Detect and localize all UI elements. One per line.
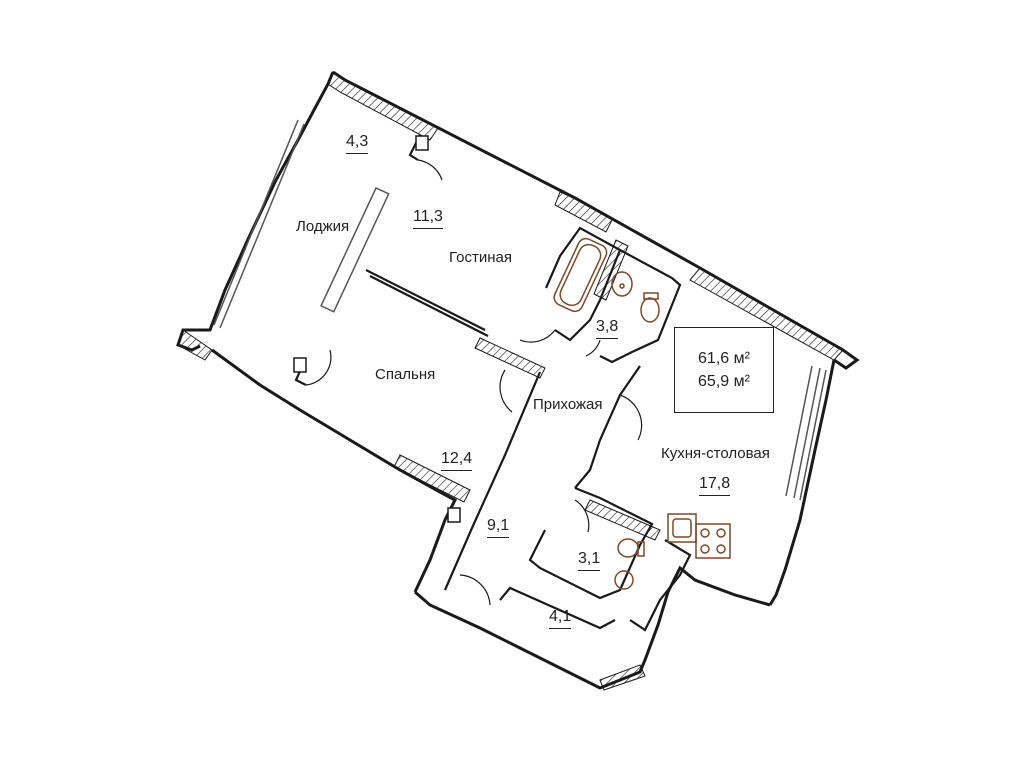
window-kitchen-2: [793, 367, 821, 499]
wall-living-bedroom: [365, 269, 486, 331]
living-label: Гостиная: [449, 249, 512, 266]
kitchen-sink-icon: [667, 513, 697, 543]
kitchen-area: 17,8: [699, 476, 731, 496]
storage-area: 4,1: [549, 609, 572, 629]
washbasin-icon: [611, 271, 633, 297]
loggia-area: 4,3: [346, 134, 369, 154]
kitchen-fixtures: [667, 513, 731, 559]
wall-hall-right: [574, 365, 641, 489]
wall-hatch-bedroom-south: [393, 454, 471, 503]
wall-toilet: [528, 486, 654, 600]
wall-hatches: [177, 71, 844, 691]
door-bath-2: [585, 339, 601, 357]
stove-burner-4-icon: [716, 544, 726, 554]
doors: [305, 159, 643, 606]
door-bath: [519, 329, 556, 343]
toilet-bowl-icon: [640, 297, 660, 323]
door-toilet: [574, 499, 590, 533]
stove-burner-1-icon: [700, 528, 710, 538]
living-area: 11,3: [413, 209, 443, 229]
wall-hatch-top-right: [554, 191, 613, 233]
column-loggia-2: [293, 357, 307, 373]
window-kitchen-1: [799, 369, 827, 501]
column-hall: [447, 507, 461, 523]
hallway-label: Прихожая: [533, 396, 603, 413]
fixtures: [553, 237, 660, 590]
living-area-total: 61,6 м²: [698, 349, 750, 367]
wall-hatch-top-left: [327, 71, 439, 141]
stove-burner-3-icon: [700, 544, 710, 554]
toilet-bowl-2-icon: [617, 538, 639, 558]
door-bedroom: [499, 369, 513, 413]
window-kitchen-3: [785, 365, 813, 497]
hallway-area: 9,1: [487, 518, 510, 538]
column-loggia-1: [415, 135, 429, 151]
stove-icon: [695, 523, 731, 559]
wall-hall-left: [443, 371, 542, 591]
area-summary-box: 61,6 м² 65,9 м²: [674, 327, 774, 413]
wall-living-bedroom-2: [369, 275, 489, 337]
window-living-frame: [320, 187, 390, 313]
outer-wall-west: [176, 71, 335, 352]
toilet-tank-2-icon: [637, 541, 645, 557]
door-kitchen: [619, 394, 643, 441]
door-loggia-living: [417, 159, 443, 181]
wall-hatch-south-corner: [599, 664, 646, 691]
bathtub-icon: [553, 237, 608, 313]
total-area: 65,9 м²: [698, 372, 750, 390]
wall-bath-right: [599, 249, 682, 364]
kitchen-label: Кухня-столовая: [661, 445, 770, 462]
stove-burner-2-icon: [716, 528, 726, 538]
toilet-area: 3,1: [578, 551, 601, 571]
wall-hatch-partition-mid: [474, 337, 546, 379]
bedroom-label: Спальня: [375, 366, 436, 383]
outer-wall-southwest: [211, 348, 457, 593]
interior-walls: [294, 134, 692, 632]
washbasin-2-icon: [614, 570, 634, 590]
outer-wall-south: [414, 565, 771, 690]
loggia-label: Лоджия: [296, 218, 350, 235]
wall-storage: [499, 586, 616, 630]
wall-hatch-kitchen-south: [584, 499, 661, 541]
bedroom-area: 12,4: [441, 451, 473, 471]
door-loggia-bedroom: [305, 349, 332, 386]
window-loggia: [213, 119, 299, 326]
window-loggia-inner: [219, 123, 305, 329]
bathtub-inner-icon: [559, 243, 602, 307]
wall-hatch-west: [177, 329, 213, 361]
windows: [213, 119, 827, 501]
wall-closet: [629, 539, 692, 632]
toilet-tank-icon: [643, 292, 659, 300]
wall-hatch-east-top: [689, 267, 844, 361]
kitchen-sink-bowl-icon: [672, 518, 692, 538]
columns: [293, 135, 461, 523]
bathroom-area: 3,8: [596, 319, 619, 339]
outer-wall-east: [768, 359, 836, 606]
washbasin-drain-icon: [619, 283, 625, 289]
door-entrance: [459, 574, 491, 606]
wall-bath: [544, 226, 622, 342]
